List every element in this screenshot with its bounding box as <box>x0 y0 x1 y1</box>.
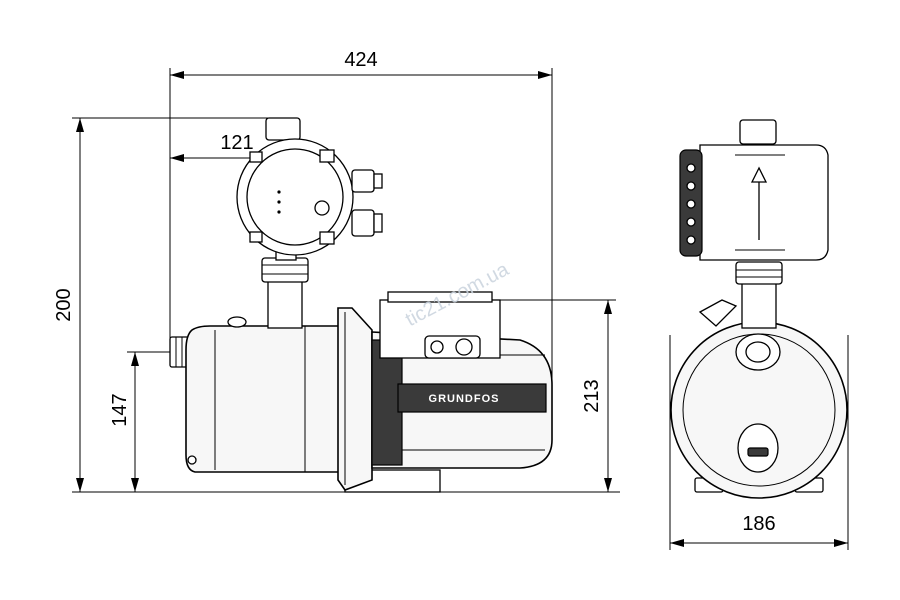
pump-flange <box>337 307 373 491</box>
dim-label-length: 424 <box>344 49 377 71</box>
front-union <box>735 261 783 285</box>
front-inlet-plug <box>747 447 769 457</box>
controller-tab <box>249 231 263 243</box>
arrowhead <box>76 118 84 132</box>
side-view: GRUNDFOS <box>169 117 553 493</box>
controller-top-fitting <box>265 117 301 141</box>
controller-tab <box>319 149 335 163</box>
arrowhead <box>170 154 184 162</box>
arrowhead <box>604 300 612 314</box>
arrowhead <box>538 71 552 79</box>
drain-plug <box>187 455 197 465</box>
pump-housing <box>185 325 346 473</box>
brand-plate <box>397 383 547 413</box>
gland-nut <box>455 338 473 356</box>
front-top-fitting <box>739 119 777 145</box>
arrowhead <box>834 539 848 547</box>
union-nut <box>261 257 309 283</box>
arrowhead <box>76 478 84 492</box>
dim-label-height: 200 <box>53 288 75 321</box>
front-stem <box>741 281 777 329</box>
dim-label-offset: 121 <box>220 132 253 154</box>
arrowhead <box>170 71 184 79</box>
priming-plug <box>227 316 247 328</box>
controller-fitting-upper-cap <box>373 173 383 189</box>
controller-fitting-lower <box>351 209 375 237</box>
discharge-pipe <box>267 279 303 329</box>
controller-face <box>246 148 344 246</box>
arrowhead <box>604 478 612 492</box>
dim-label-motor: 213 <box>581 379 603 412</box>
arrowhead <box>131 352 139 366</box>
arrowhead <box>131 478 139 492</box>
controller-fitting-lower-cap <box>373 213 383 233</box>
front-controller-box <box>699 144 829 261</box>
dim-label-inlet: 147 <box>109 393 131 426</box>
motor-fins <box>371 339 403 466</box>
controller-tab <box>319 231 335 245</box>
front-flow-arrow-head <box>750 166 768 183</box>
arrowhead <box>670 539 684 547</box>
controller-button <box>314 200 330 216</box>
controller-fitting-upper <box>351 169 375 193</box>
controller-tab <box>249 151 263 163</box>
gland-screw <box>430 340 444 354</box>
front-bracket <box>698 299 738 327</box>
brand-logo: GRUNDFOS <box>429 393 500 405</box>
dim-label-width: 186 <box>742 513 775 535</box>
front-view <box>670 119 848 499</box>
terminal-box-lid <box>387 291 493 303</box>
